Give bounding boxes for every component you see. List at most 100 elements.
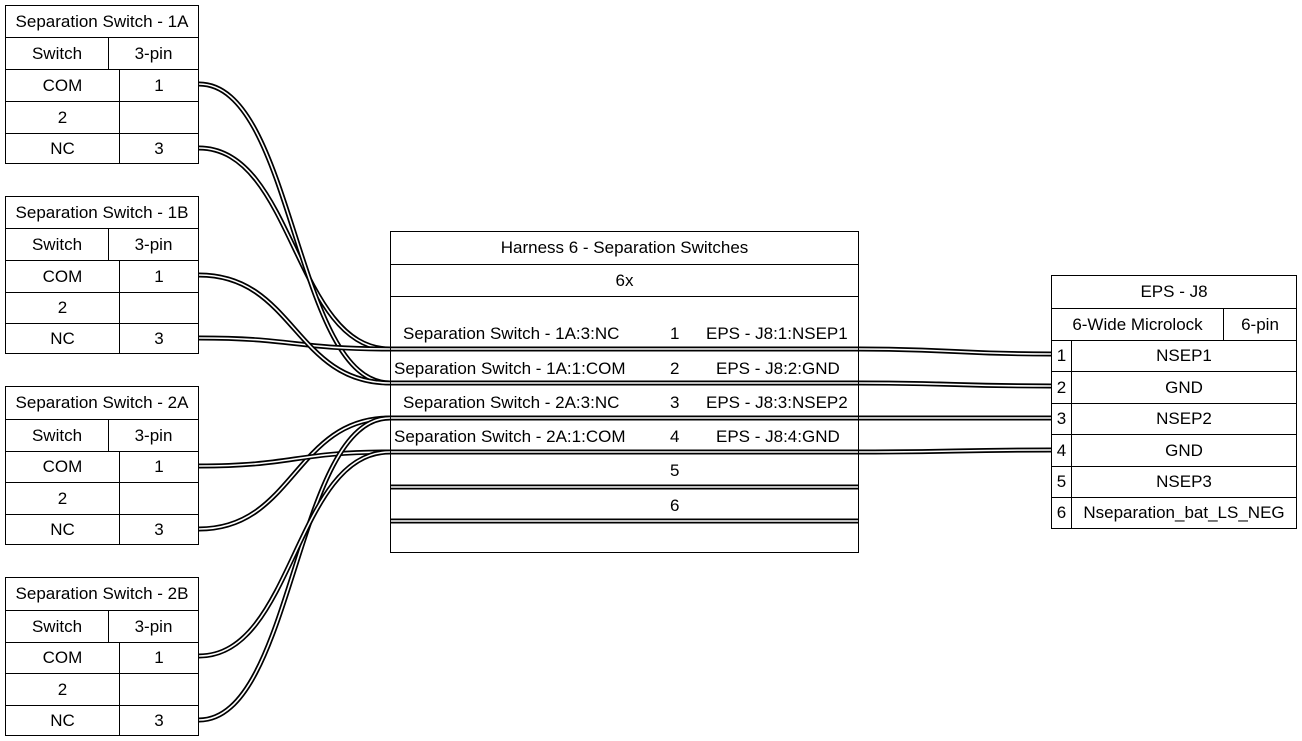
wire-1a-nc <box>198 145 391 352</box>
connector-type: 6-Wide Microlock <box>1072 314 1203 334</box>
harness-wire-to: EPS - J8:3:NSEP2 <box>706 393 848 412</box>
pin-number: 3 <box>154 520 164 539</box>
header-switch: Switch <box>31 616 83 636</box>
pin-row-2: 2 <box>6 482 198 514</box>
pin-name: NSEP2 <box>1156 409 1212 428</box>
pin-row-2: 2 <box>6 292 198 323</box>
pin-name: COM <box>42 75 83 95</box>
pin-number: 3 <box>154 329 164 348</box>
switch-2a: Separation Switch - 2A Switch 3-pin COM … <box>5 386 199 545</box>
wire-1b-com <box>198 272 391 386</box>
switch-1a: Separation Switch - 1A Switch 3-pin COM … <box>5 5 199 164</box>
header-pins: 3-pin <box>134 425 173 445</box>
pin-number <box>120 483 198 514</box>
harness-title: Harness 6 - Separation Switches <box>500 238 749 257</box>
wire-2a-nc <box>198 415 391 532</box>
harness-wire-from: Separation Switch - 1A:1:COM <box>394 359 626 378</box>
pin-name: 2 <box>57 107 68 127</box>
pin-number: 1 <box>154 648 164 667</box>
harness-wire-to: EPS - J8:4:GND <box>716 427 840 446</box>
connector-pin-row: 5 NSEP3 <box>1052 466 1296 497</box>
pin-number: 2 <box>1056 377 1067 397</box>
pin-number: 3 <box>154 711 164 730</box>
pin-number <box>120 293 198 323</box>
pin-name: NSEP3 <box>1156 472 1212 491</box>
connector-title: EPS - J8 <box>1140 282 1208 301</box>
wire-1b-nc <box>198 335 391 352</box>
wire-2b-nc <box>198 415 391 723</box>
header-switch: Switch <box>31 234 83 254</box>
wire-1a-com <box>198 81 391 386</box>
pin-name: Nseparation_bat_LS_NEG <box>1083 503 1285 522</box>
pin-name: 2 <box>57 679 68 699</box>
harness-wire-number: 3 <box>670 393 680 412</box>
pin-number: 1 <box>154 75 164 95</box>
wire-2a-com <box>198 449 391 469</box>
wire-2b-com <box>198 449 391 659</box>
eps-j8-connector: EPS - J8 6-Wide Microlock 6-pin 1 NSEP1 … <box>1051 275 1297 529</box>
pin-number: 1 <box>154 457 164 476</box>
pin-row-2: 2 <box>6 673 198 705</box>
pin-number: 4 <box>1056 440 1067 460</box>
pin-row-2: 2 <box>6 101 198 133</box>
pin-name: NC <box>50 711 75 730</box>
harness-wire-number: 4 <box>670 427 680 446</box>
harness-wire-to: EPS - J8:1:NSEP1 <box>706 324 848 343</box>
pin-number <box>120 102 198 133</box>
switch-title: Separation Switch - 1B <box>15 202 189 222</box>
pin-number: 1 <box>154 266 164 286</box>
connector-pin-row: 3 NSEP2 <box>1052 403 1296 434</box>
switch-title: Separation Switch - 2A <box>15 393 189 412</box>
harness-wire-number: 1 <box>670 324 680 343</box>
header-pins: 3-pin <box>134 43 173 63</box>
pin-row-nc: NC 3 <box>6 323 198 354</box>
pin-name: GND <box>1165 377 1203 397</box>
pin-name: 2 <box>57 488 68 508</box>
pin-row-com: COM 1 <box>6 260 198 292</box>
harness-wire-count: 6x <box>615 270 634 290</box>
pin-number: 6 <box>1056 503 1067 522</box>
connector-pin-row: 6 Nseparation_bat_LS_NEG <box>1052 497 1296 528</box>
pin-number: 1 <box>1056 346 1067 365</box>
pin-name: 2 <box>57 298 68 317</box>
connector-pin-row: 2 GND <box>1052 371 1296 403</box>
harness-wire-number: 6 <box>670 496 680 515</box>
pin-name: NC <box>50 329 75 348</box>
header-pins: 3-pin <box>134 234 173 254</box>
wire-eps-2 <box>858 380 1052 389</box>
wire-eps-1 <box>858 346 1052 357</box>
switch-2b: Separation Switch - 2B Switch 3-pin COM … <box>5 577 199 736</box>
pin-name: COM <box>42 457 83 476</box>
header-switch: Switch <box>31 43 83 63</box>
pin-name: NSEP1 <box>1156 346 1212 365</box>
connector-pin-count: 6-pin <box>1241 314 1279 334</box>
pin-row-com: COM 1 <box>6 451 198 482</box>
pin-name: COM <box>42 648 83 667</box>
header-switch: Switch <box>31 425 83 445</box>
harness-wire-from: Separation Switch - 2A:1:COM <box>394 427 626 446</box>
pin-number <box>120 674 198 705</box>
harness-wire-number: 5 <box>670 461 680 480</box>
switch-1b: Separation Switch - 1B Switch 3-pin COM … <box>5 196 199 354</box>
harness-wire-number: 2 <box>670 359 680 378</box>
pin-number: 3 <box>154 139 164 158</box>
pin-number: 3 <box>1056 409 1067 428</box>
wire-eps-4 <box>858 447 1052 455</box>
connector-pin-row: 4 GND <box>1052 434 1296 466</box>
switch-title: Separation Switch - 1A <box>15 11 189 31</box>
harness-wire-from: Separation Switch - 2A:3:NC <box>403 393 620 412</box>
pin-name: COM <box>42 266 83 286</box>
pin-row-com: COM 1 <box>6 69 198 101</box>
pin-row-nc: NC 3 <box>6 133 198 164</box>
pin-row-nc: NC 3 <box>6 705 198 736</box>
harness-wire-from: Separation Switch - 1A:3:NC <box>403 324 620 343</box>
header-pins: 3-pin <box>134 616 173 636</box>
pin-row-nc: NC 3 <box>6 514 198 545</box>
pin-row-com: COM 1 <box>6 642 198 673</box>
pin-number: 5 <box>1056 472 1067 491</box>
connector-pin-row: 1 NSEP1 <box>1052 340 1296 371</box>
pin-name: NC <box>50 139 75 158</box>
switch-title: Separation Switch - 2B <box>15 584 189 603</box>
pin-name: NC <box>50 520 75 539</box>
pin-name: GND <box>1165 440 1203 460</box>
